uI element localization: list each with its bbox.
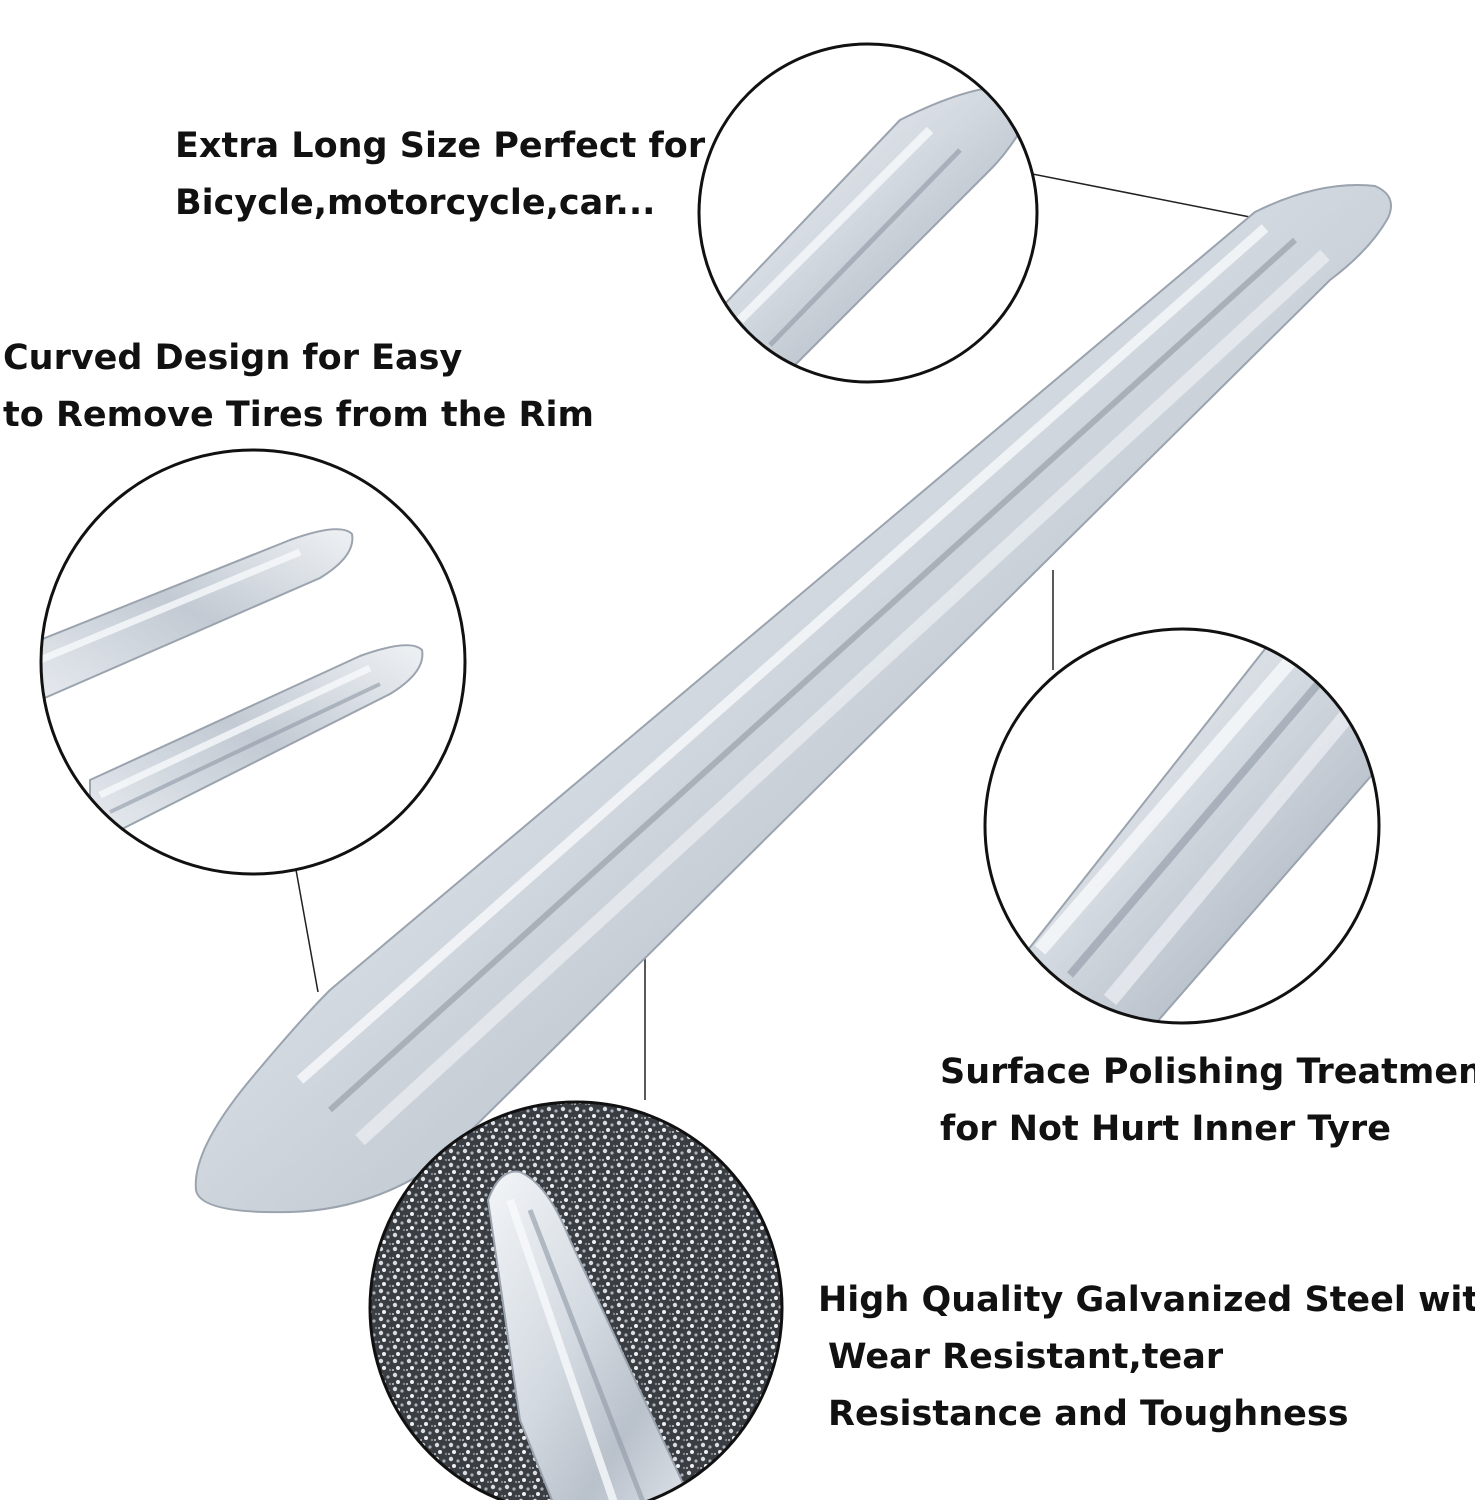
curved-tips-ring bbox=[39, 448, 467, 876]
tire-lever-main bbox=[194, 184, 1392, 1214]
polished-surface-callout bbox=[985, 629, 1379, 1023]
caption-line: Wear Resistant,tear bbox=[828, 1337, 1224, 1377]
leader-line-top bbox=[1011, 169, 1256, 219]
caption-line: Extra Long Size Perfect for bbox=[175, 126, 706, 166]
caption-galvanized-steel: High Quality Galvanized Steel with Wear … bbox=[818, 1272, 1475, 1443]
caption-line: for Not Hurt Inner Tyre bbox=[940, 1109, 1391, 1149]
caption-line: High Quality Galvanized Steel with bbox=[818, 1280, 1475, 1320]
galvanized-texture-ring bbox=[368, 1100, 784, 1500]
caption-curved-design: Curved Design for Easy to Remove Tires f… bbox=[3, 330, 594, 444]
polished-surface-ring bbox=[983, 627, 1381, 1025]
tip-closeup-callout bbox=[699, 44, 1037, 382]
caption-line: Surface Polishing Treatment bbox=[940, 1052, 1475, 1092]
curved-tips-callout bbox=[41, 450, 465, 874]
caption-line: Curved Design for Easy bbox=[3, 338, 463, 378]
caption-line: Bicycle,motorcycle,car... bbox=[175, 183, 656, 223]
tip-closeup-ring bbox=[697, 42, 1039, 384]
caption-surface-polishing: Surface Polishing Treatment for Not Hurt… bbox=[940, 1044, 1475, 1158]
caption-line: to Remove Tires from the Rim bbox=[3, 395, 594, 435]
caption-extra-long-size: Extra Long Size Perfect for Bicycle,moto… bbox=[175, 118, 705, 232]
caption-line: Resistance and Toughness bbox=[828, 1394, 1349, 1434]
galvanized-texture-callout bbox=[370, 1102, 782, 1500]
